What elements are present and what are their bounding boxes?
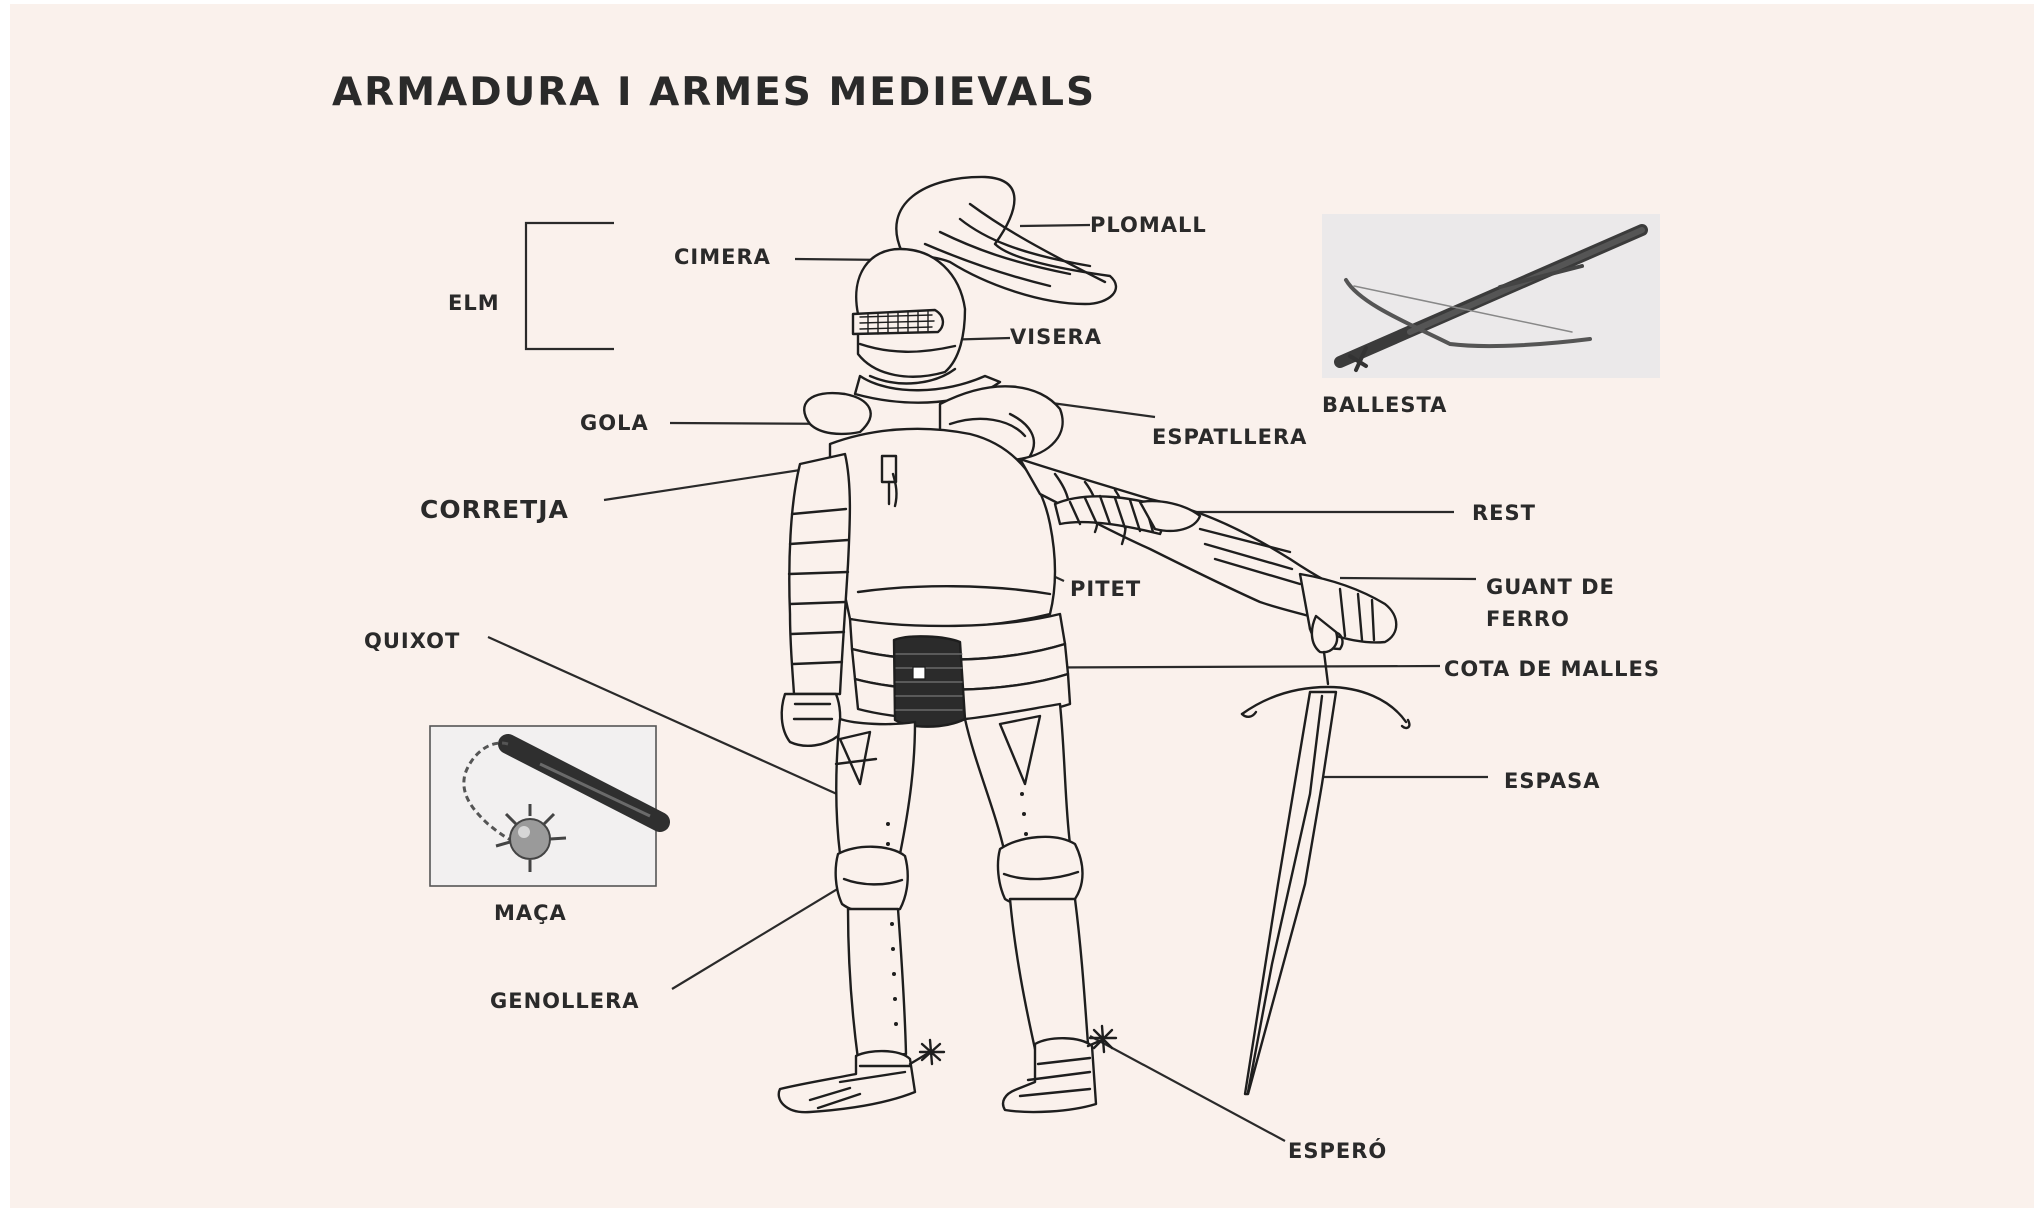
chainmail-icon [894, 636, 965, 726]
label-espatllera: ESPATLLERA [1152, 422, 1307, 452]
elm-bracket [526, 223, 614, 349]
armor-diagram [10, 4, 2034, 1208]
label-elm: ELM [448, 288, 500, 318]
label-gola: GOLA [580, 408, 649, 438]
crossbow-photo [1322, 214, 1660, 378]
label-guant-line1: GUANT DE [1486, 572, 1615, 602]
mace-photo [430, 726, 660, 886]
legs-icon [779, 704, 1116, 1112]
sword-icon [1242, 616, 1409, 1094]
label-visera: VISERA [1010, 322, 1102, 352]
label-ballesta: BALLESTA [1322, 390, 1447, 420]
genollera-leader [672, 879, 854, 989]
label-cimera: CIMERA [674, 242, 771, 272]
helmet-icon [853, 249, 965, 383]
right-arm-icon [1020, 459, 1396, 649]
label-espasa: ESPASA [1504, 766, 1601, 796]
label-guant-line2: FERRO [1486, 604, 1570, 634]
label-rest: REST [1472, 498, 1536, 528]
label-espero: ESPERÓ [1288, 1136, 1387, 1166]
label-plomall: PLOMALL [1090, 210, 1207, 240]
paper-sheet: ARMADURA I ARMES MEDIEVALS [10, 4, 2034, 1208]
left-arm-icon [782, 454, 850, 746]
label-corretja: CORRETJA [420, 492, 569, 528]
label-pitet: PITET [1070, 574, 1141, 604]
plomall-leader [1020, 225, 1090, 226]
label-genollera: GENOLLERA [490, 986, 640, 1016]
label-cota-de-malles: COTA DE MALLES [1444, 654, 1660, 684]
guant-leader [1340, 578, 1476, 579]
knight-drawing [779, 177, 1410, 1112]
label-quixot: QUIXOT [364, 626, 460, 656]
label-maca: MAÇA [494, 898, 567, 928]
